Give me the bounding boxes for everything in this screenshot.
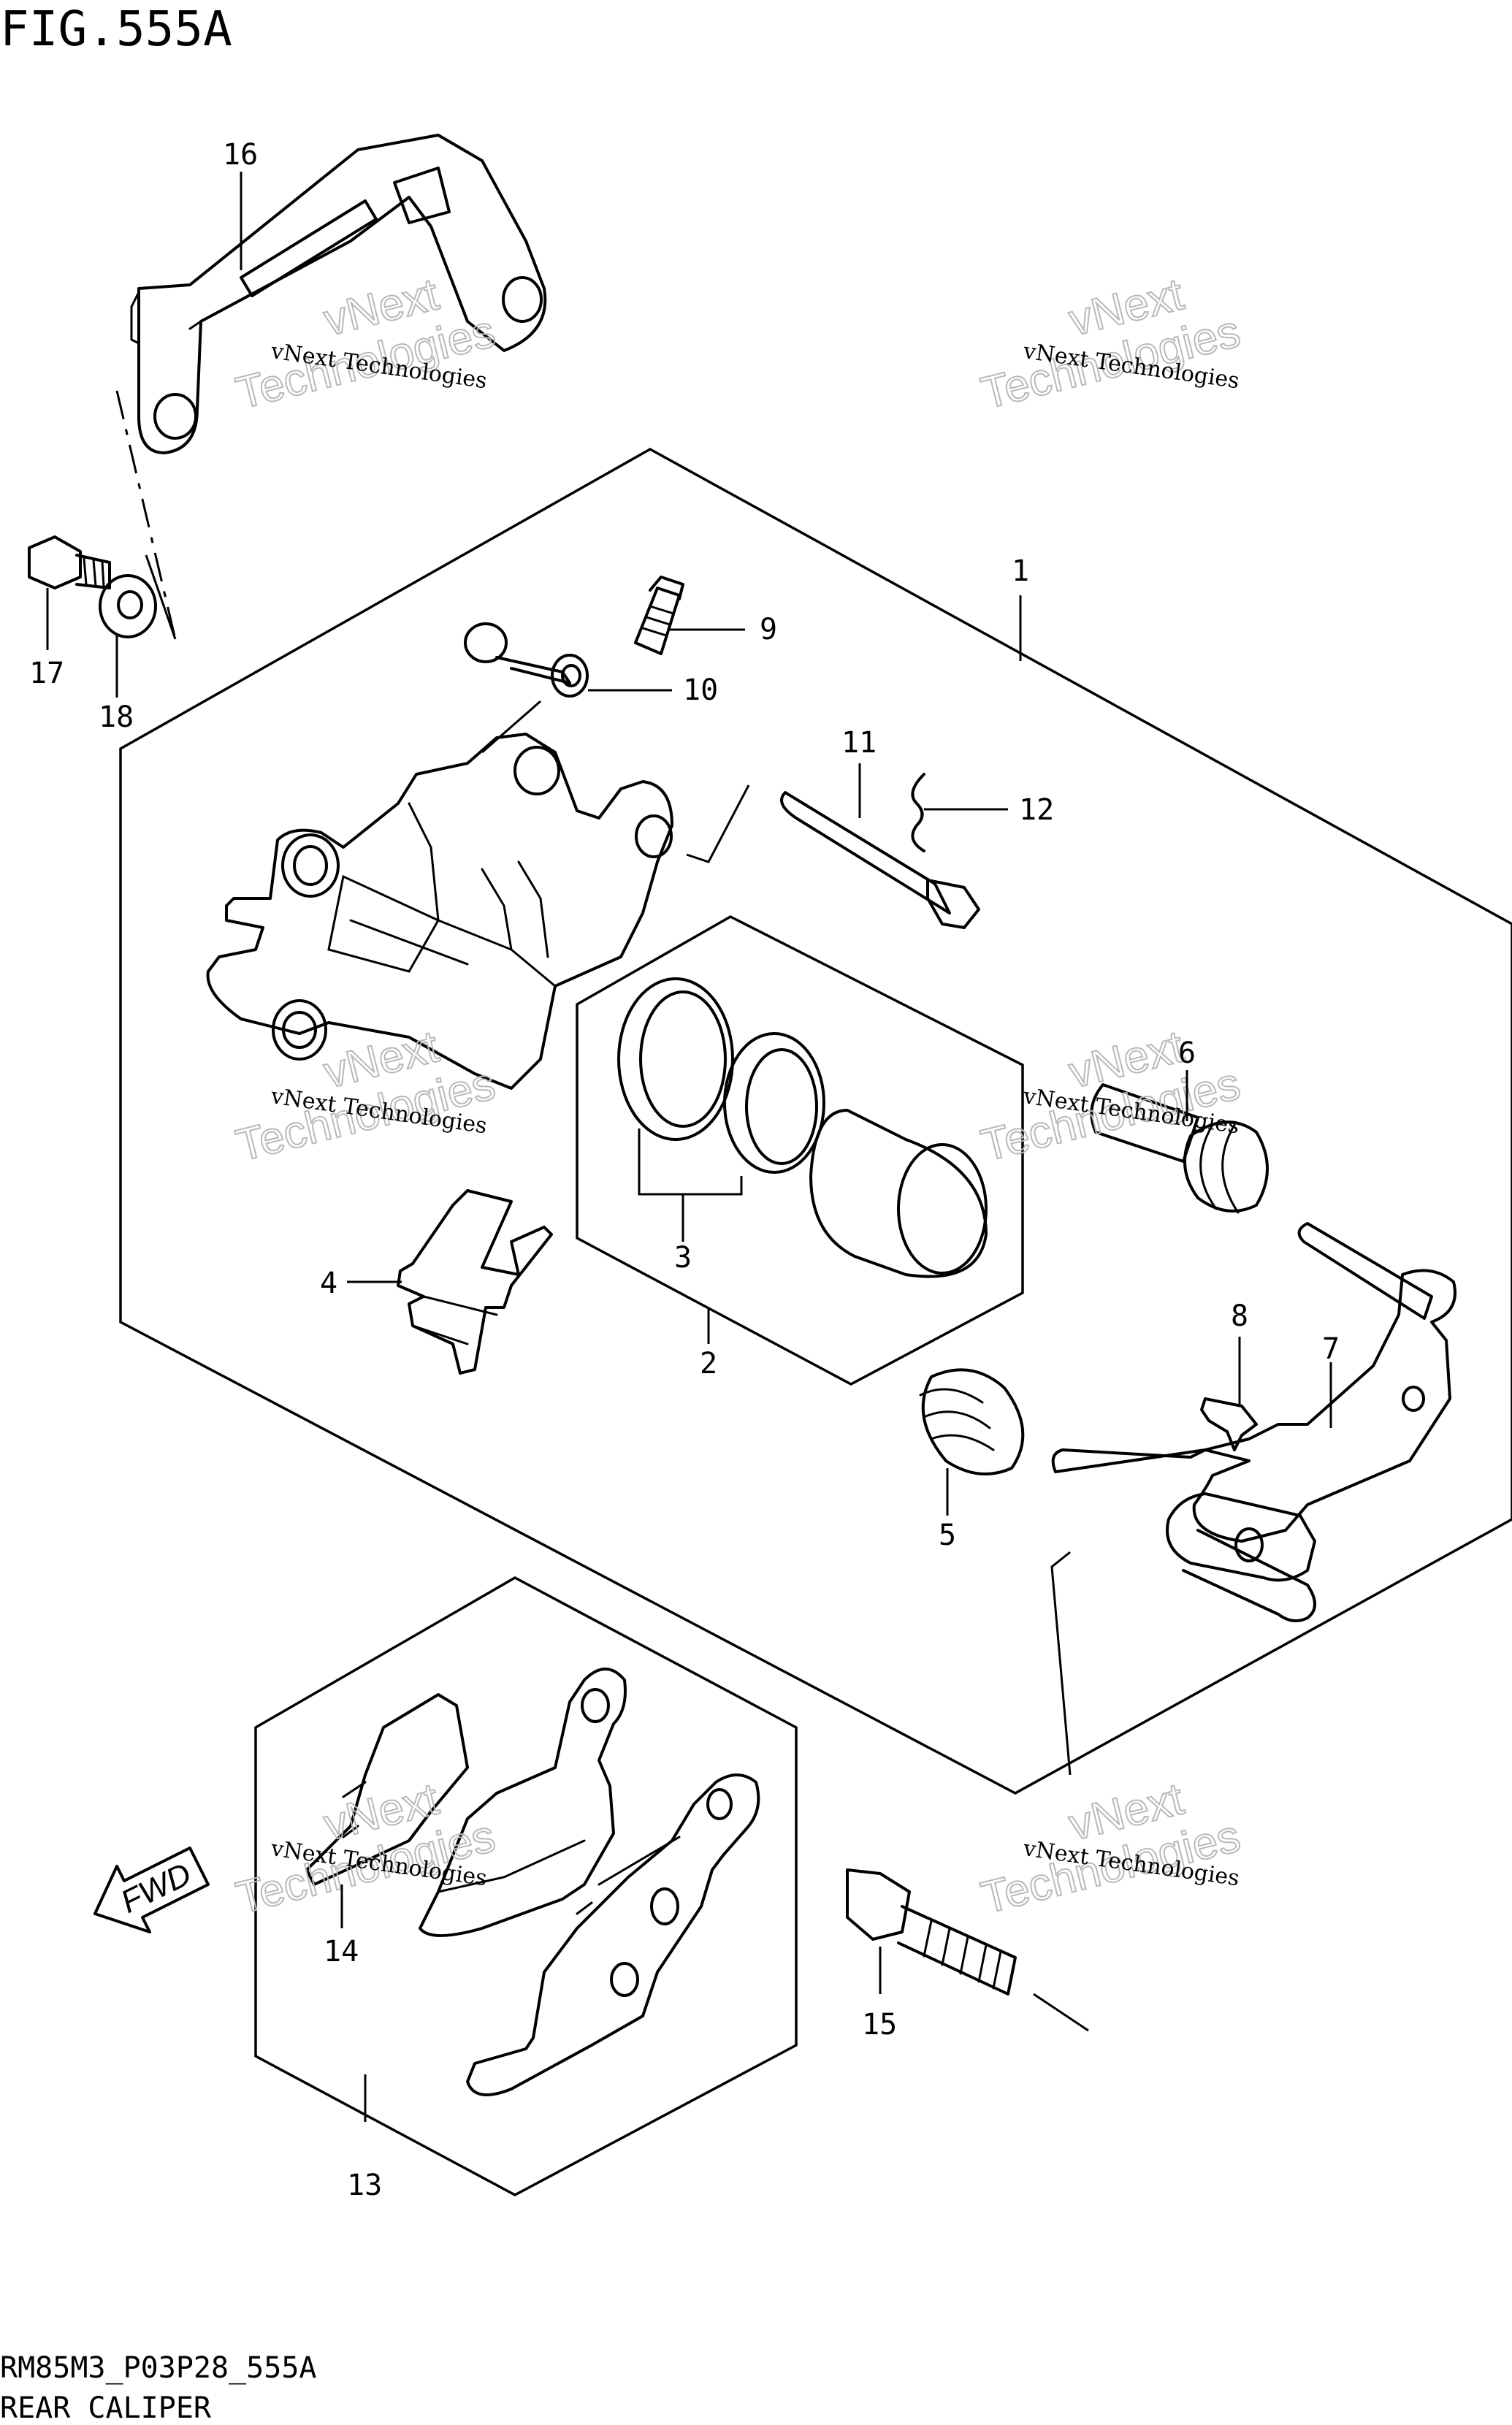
boot-6 — [1090, 1083, 1269, 1214]
clip-8 — [1200, 1397, 1258, 1451]
leader-dash-16 — [115, 390, 177, 640]
drawing-code: RM85M3_P03P28_555A — [0, 2351, 316, 2385]
callout-3: 3 — [674, 1241, 692, 1275]
piston-kit-box-2 — [576, 915, 1024, 1386]
washer-18 — [99, 574, 157, 638]
bracket-16 — [130, 134, 547, 454]
callout-18: 18 — [99, 700, 134, 734]
pin-11 — [780, 791, 980, 929]
figure-title: FIG.555A — [0, 1, 232, 57]
watermark-mid-left: Technologies vNext vNext Technologies — [231, 1020, 501, 1172]
clip-12 — [911, 773, 925, 852]
callout-5: 5 — [939, 1519, 956, 1552]
caliper-body-1 — [206, 733, 673, 1090]
watermark-top-right: Technologies vNext vNext Technologies — [976, 268, 1246, 419]
fwd-arrow-icon: FWD — [93, 1847, 210, 1933]
pad-set-box-13 — [254, 1576, 798, 2196]
watermark-mid-right: Technologies vNext vNext Technologies — [976, 1020, 1246, 1172]
boot-5 — [919, 1368, 1025, 1475]
shim-14 — [305, 1693, 469, 1886]
bleeder-cap-10 — [464, 622, 589, 698]
callout-12: 12 — [1019, 793, 1054, 827]
callout-8: 8 — [1231, 1299, 1248, 1333]
guide-line-7 — [1050, 1551, 1072, 1776]
callout-9: 9 — [760, 613, 777, 646]
callout-13: 13 — [347, 2169, 382, 2202]
callout-15: 15 — [862, 2008, 897, 2042]
callout-4: 4 — [320, 1267, 337, 1300]
watermark-top-left: Technologies vNext vNext Technologies — [231, 268, 501, 419]
drawing-name: REAR CALIPER — [0, 2391, 212, 2425]
support-7 — [1051, 1222, 1456, 1622]
brake-pads-13 — [419, 1668, 760, 2096]
callout-16: 16 — [223, 138, 258, 172]
guide-dash-pin — [686, 784, 750, 863]
callout-2: 2 — [700, 1347, 717, 1380]
callout-7: 7 — [1322, 1332, 1340, 1366]
bolt-17 — [28, 535, 111, 589]
piston-2 — [809, 1109, 988, 1278]
bolt-15 — [846, 1868, 1017, 1996]
assembly-box-1 — [119, 447, 1512, 1795]
bleeder-screw-9 — [634, 576, 684, 655]
leader-line-16 — [145, 554, 177, 640]
callout-1: 1 — [1012, 554, 1029, 588]
guide-line-15 — [1033, 1993, 1089, 2032]
pad-spring-4 — [397, 1189, 553, 1375]
callout-6: 6 — [1178, 1036, 1196, 1070]
callout-17: 17 — [29, 657, 64, 690]
watermark-bottom-left: Technologies vNext vNext Technologies — [231, 1773, 501, 1924]
callout-10: 10 — [683, 673, 718, 707]
callout-11: 11 — [841, 726, 877, 760]
leader-lines — [46, 172, 1332, 2122]
guide-dash-1 — [481, 700, 541, 754]
callout-14: 14 — [324, 1935, 359, 1968]
seals-3 — [617, 977, 825, 1174]
watermark-bottom-right: Technologies vNext vNext Technologies — [976, 1773, 1246, 1924]
